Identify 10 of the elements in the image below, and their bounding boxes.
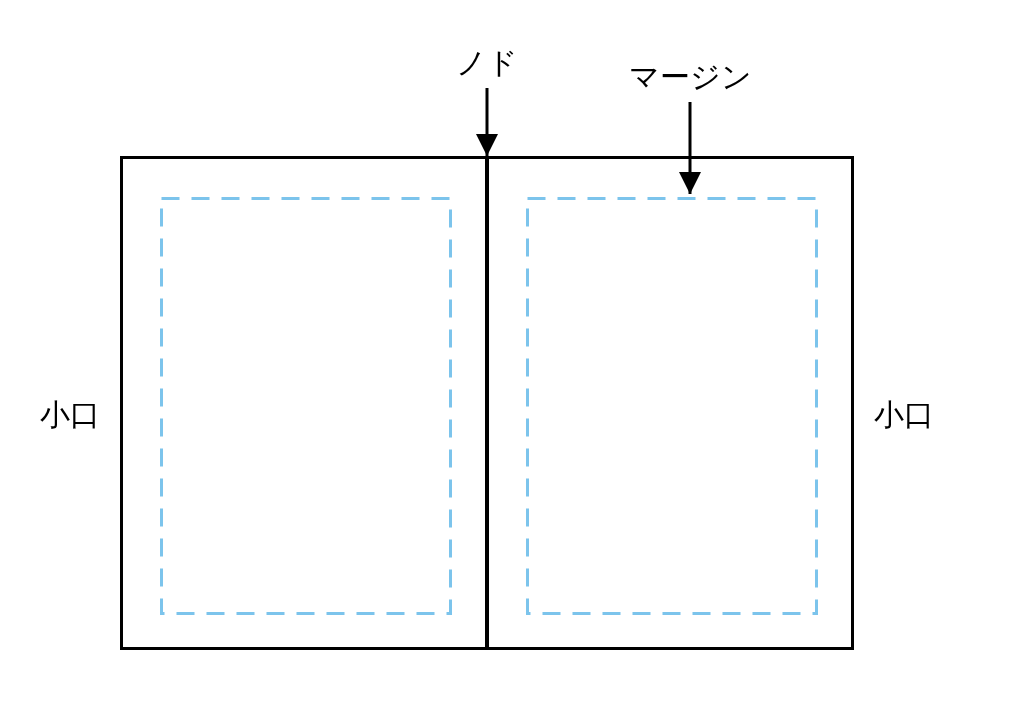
edge-label-text: 小口	[873, 396, 935, 434]
edge-label-text: 小口	[39, 396, 101, 434]
page-outline	[486, 156, 854, 650]
leader-arrow	[679, 102, 701, 194]
leader-text: ノド	[447, 40, 527, 84]
leader-text: マージン	[620, 54, 760, 98]
leader-arrow	[476, 88, 498, 156]
margin-area	[160, 197, 452, 615]
page-outline	[120, 156, 488, 650]
margin-area	[526, 197, 818, 615]
